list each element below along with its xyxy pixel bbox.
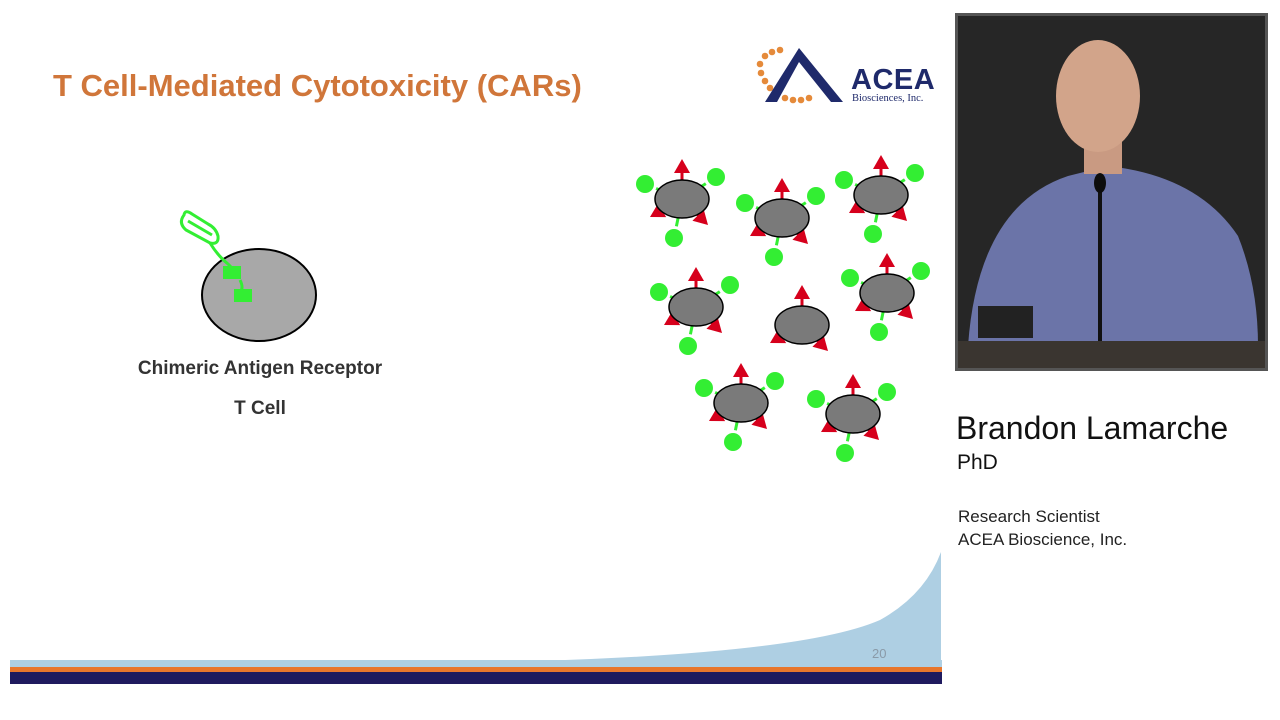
stripe-orange [10,667,942,672]
stripe-navy [10,672,942,684]
logo-name: ACEA [851,64,936,96]
target-cell [636,159,725,247]
podium-edge [958,341,1265,368]
slide-title: T Cell-Mediated Cytotoxicity (CARs) [53,68,582,103]
logo-subtitle: Biosciences, Inc. [852,93,924,104]
speaker-role: Research Scientist [958,507,1100,526]
acea-logo: ACEA Biosciences, Inc. [755,44,940,108]
page-number: 20 [872,646,887,661]
target-cell [807,374,896,462]
target-cells-diagram [636,155,930,462]
speaker-video-frame [958,16,1265,368]
speaker-organization: ACEA Bioscience, Inc. [958,530,1128,549]
blue-curve-decoration [500,552,941,665]
speaker-degree: PhD [957,451,998,474]
acea-logo-mark [756,46,843,104]
podium-device [978,306,1033,338]
car-label-line1: Chimeric Antigen Receptor [137,358,383,379]
bottom-decoration [10,660,942,684]
target-cell [835,155,924,243]
presentation-slide: T Cell-Mediated Cytotoxicity (CARs) ACEA… [10,44,942,684]
stripe-blue [10,660,942,667]
target-cell [841,253,930,341]
speaker-head [1056,40,1140,152]
speaker-shirt [968,166,1258,346]
target-cell [770,285,830,351]
speaker-name: Brandon Lamarche [956,410,1229,446]
speaker-video[interactable] [955,13,1268,371]
receptor-domain-1 [223,266,241,279]
car-t-cell-diagram [179,210,317,342]
microphone-icon [1094,173,1106,193]
microphone-stand [1098,181,1102,361]
target-cell [650,267,739,355]
car-label-line2: T Cell [234,398,286,419]
target-cell [695,363,784,451]
receptor-domain-2 [234,289,252,302]
target-cell [736,178,825,266]
